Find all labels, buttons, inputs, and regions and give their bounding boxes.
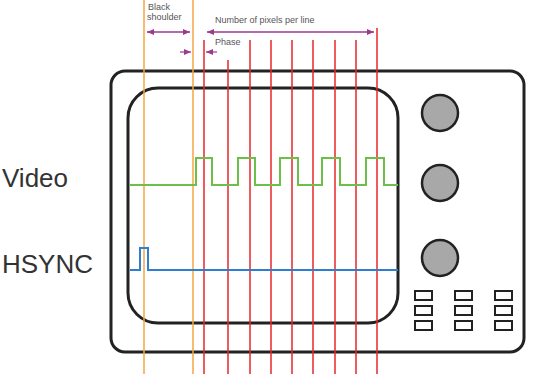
dimension-label: Phase — [214, 38, 242, 48]
signal-name: HSYNC — [2, 250, 93, 279]
label-patch: Black shoulder — [147, 2, 183, 22]
label-patch: Phase — [214, 37, 242, 47]
dimension-label: Number of pixels per line — [214, 16, 316, 26]
label-patch: Number of pixels per line — [214, 15, 316, 25]
signal-name: Video — [2, 164, 68, 193]
dimension-label: Black shoulder — [147, 3, 193, 23]
